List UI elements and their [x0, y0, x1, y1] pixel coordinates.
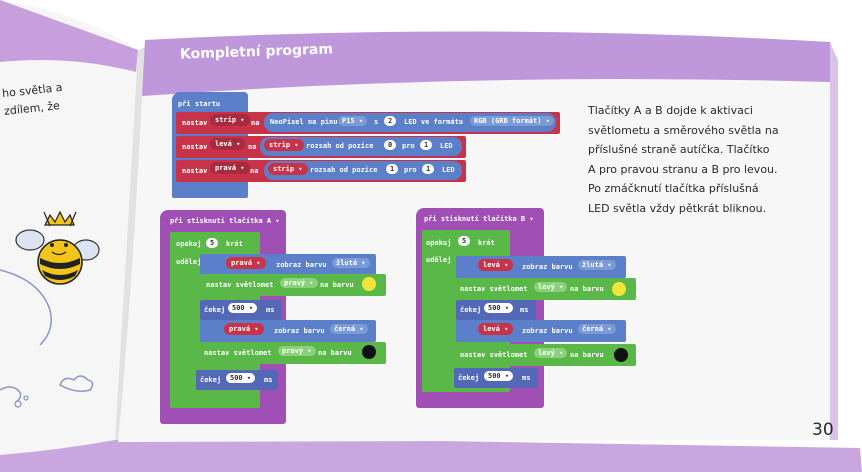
left-page [0, 0, 138, 455]
wait-label: čekej [200, 376, 222, 384]
count-input[interactable]: 1 [422, 164, 435, 174]
description-text: Tlačítky A a B dojde k aktivaci světlome… [588, 101, 823, 218]
wait-label: čekej [460, 306, 482, 314]
repeat-count-input[interactable]: 5 [458, 236, 471, 246]
side-dropdown[interactable]: levý ▾ [534, 348, 568, 358]
wait-ms-dropdown[interactable]: 500 ▾ [228, 303, 258, 313]
description-line: Po zmáčknutí tlačítka příslušná [588, 182, 759, 195]
headlight-label: nastav světlomet [460, 285, 528, 293]
side-dropdown[interactable]: pravý ▾ [280, 278, 318, 288]
var-dropdown[interactable]: levá ▾ [210, 138, 246, 150]
color-swatch-yellow[interactable] [362, 277, 376, 291]
neopixel-label: NeoPixel na pinu [270, 118, 338, 126]
headlight-label: nastav světlomet [204, 349, 272, 357]
description-line: LED světla vždy pětkrát bliknou. [588, 201, 767, 215]
na-barvu-label: na barvu [318, 349, 352, 357]
led-label: LED [440, 142, 453, 150]
na-label: na [251, 119, 260, 127]
udelej-label: udělej [426, 256, 452, 264]
led-format-label: LED ve formátu [404, 118, 464, 126]
headlight-label: nastav světlomet [460, 351, 528, 359]
pro-label: pro [402, 142, 415, 150]
strip-dropdown[interactable]: strip ▾ [264, 139, 304, 151]
set-label: nastav [182, 119, 208, 127]
color-swatch-black[interactable] [362, 345, 376, 359]
krat-label: krát [478, 239, 495, 247]
side-dropdown[interactable]: pravý ▾ [278, 346, 316, 356]
ms-label: ms [264, 376, 273, 384]
bee-illustration [15, 210, 100, 285]
ms-label: ms [520, 306, 529, 314]
var-dropdown[interactable]: pravá ▾ [210, 162, 250, 174]
wait-ms-dropdown[interactable]: 500 ▾ [226, 373, 256, 383]
color-dropdown[interactable]: žlutá ▾ [578, 260, 616, 270]
strip-dropdown[interactable]: strip ▾ [268, 163, 308, 175]
wait-label: čekej [204, 306, 226, 314]
repeat-label: opakuj [176, 240, 202, 248]
ms-label: ms [266, 306, 275, 314]
description-line: A pro pravou stranu a B pro levou. [588, 162, 778, 176]
show-color-label: zobraz barvu [522, 327, 573, 335]
pro-label: pro [404, 166, 417, 174]
color-swatch-black[interactable] [614, 348, 628, 362]
wait-label: čekej [458, 374, 480, 382]
button-a-hat-label[interactable]: při stisknutí tlačítka A ▾ [170, 217, 280, 225]
krat-label: krát [226, 240, 243, 248]
na-label: na [250, 167, 259, 175]
button-b-hat-label[interactable]: při stisknutí tlačítka B ▾ [424, 215, 534, 223]
range-label: rozsah od pozice [310, 166, 378, 174]
na-barvu-label: na barvu [570, 285, 604, 293]
headlight-label: nastav světlomet [206, 281, 274, 289]
show-color-label: zobraz barvu [276, 261, 327, 269]
var-dropdown[interactable]: levá ▾ [478, 259, 514, 271]
wait-ms-dropdown[interactable]: 500 ▾ [484, 371, 514, 381]
led-label: LED [442, 166, 455, 174]
color-dropdown[interactable]: žlutá ▾ [332, 258, 370, 268]
set-label: nastav [182, 167, 208, 175]
range-label: rozsah od pozice [306, 142, 374, 150]
s-label: s [374, 118, 379, 126]
count-input[interactable]: 1 [420, 140, 433, 150]
description-line: příslušné straně autíčka. Tlačítko [588, 143, 770, 156]
ms-label: ms [522, 374, 531, 382]
format-dropdown[interactable]: RGB (GRB formát) ▾ [470, 116, 554, 126]
show-color-label: zobraz barvu [274, 327, 325, 335]
led-count-input[interactable]: 2 [384, 116, 397, 126]
range-block [264, 161, 462, 180]
udelej-label: udělej [176, 258, 202, 266]
description-line: Tlačítky A a B dojde k aktivaci [588, 104, 753, 117]
color-dropdown[interactable]: černá ▾ [330, 324, 368, 334]
wait-ms-dropdown[interactable]: 500 ▾ [484, 303, 514, 313]
na-barvu-label: na barvu [320, 281, 354, 289]
na-label: na [248, 143, 257, 151]
var-dropdown[interactable]: strip ▾ [210, 114, 250, 126]
side-dropdown[interactable]: levý ▾ [534, 282, 568, 292]
page-number: 30 [812, 420, 834, 440]
range-block [260, 137, 462, 156]
repeat-count-input[interactable]: 5 [206, 238, 219, 248]
show-color-label: zobraz barvu [522, 263, 573, 271]
var-dropdown[interactable]: levá ▾ [478, 323, 514, 335]
left-page-header [0, 0, 138, 72]
na-barvu-label: na barvu [570, 351, 604, 359]
var-dropdown[interactable]: pravá ▾ [224, 323, 264, 335]
start-input[interactable]: 0 [384, 140, 397, 150]
repeat-label: opakuj [426, 239, 452, 247]
cloud-doodle [59, 375, 94, 392]
description-line: světlometu a směrového světla na [588, 123, 779, 137]
start-input[interactable]: 1 [386, 164, 399, 174]
var-dropdown[interactable]: pravá ▾ [226, 257, 266, 269]
color-dropdown[interactable]: černá ▾ [578, 324, 616, 334]
right-page-header [142, 31, 830, 96]
on-start-label: při startu [178, 100, 221, 108]
set-label: nastav [182, 143, 208, 151]
pin-dropdown[interactable]: P15 ▾ [338, 116, 368, 126]
color-swatch-yellow[interactable] [612, 282, 626, 296]
